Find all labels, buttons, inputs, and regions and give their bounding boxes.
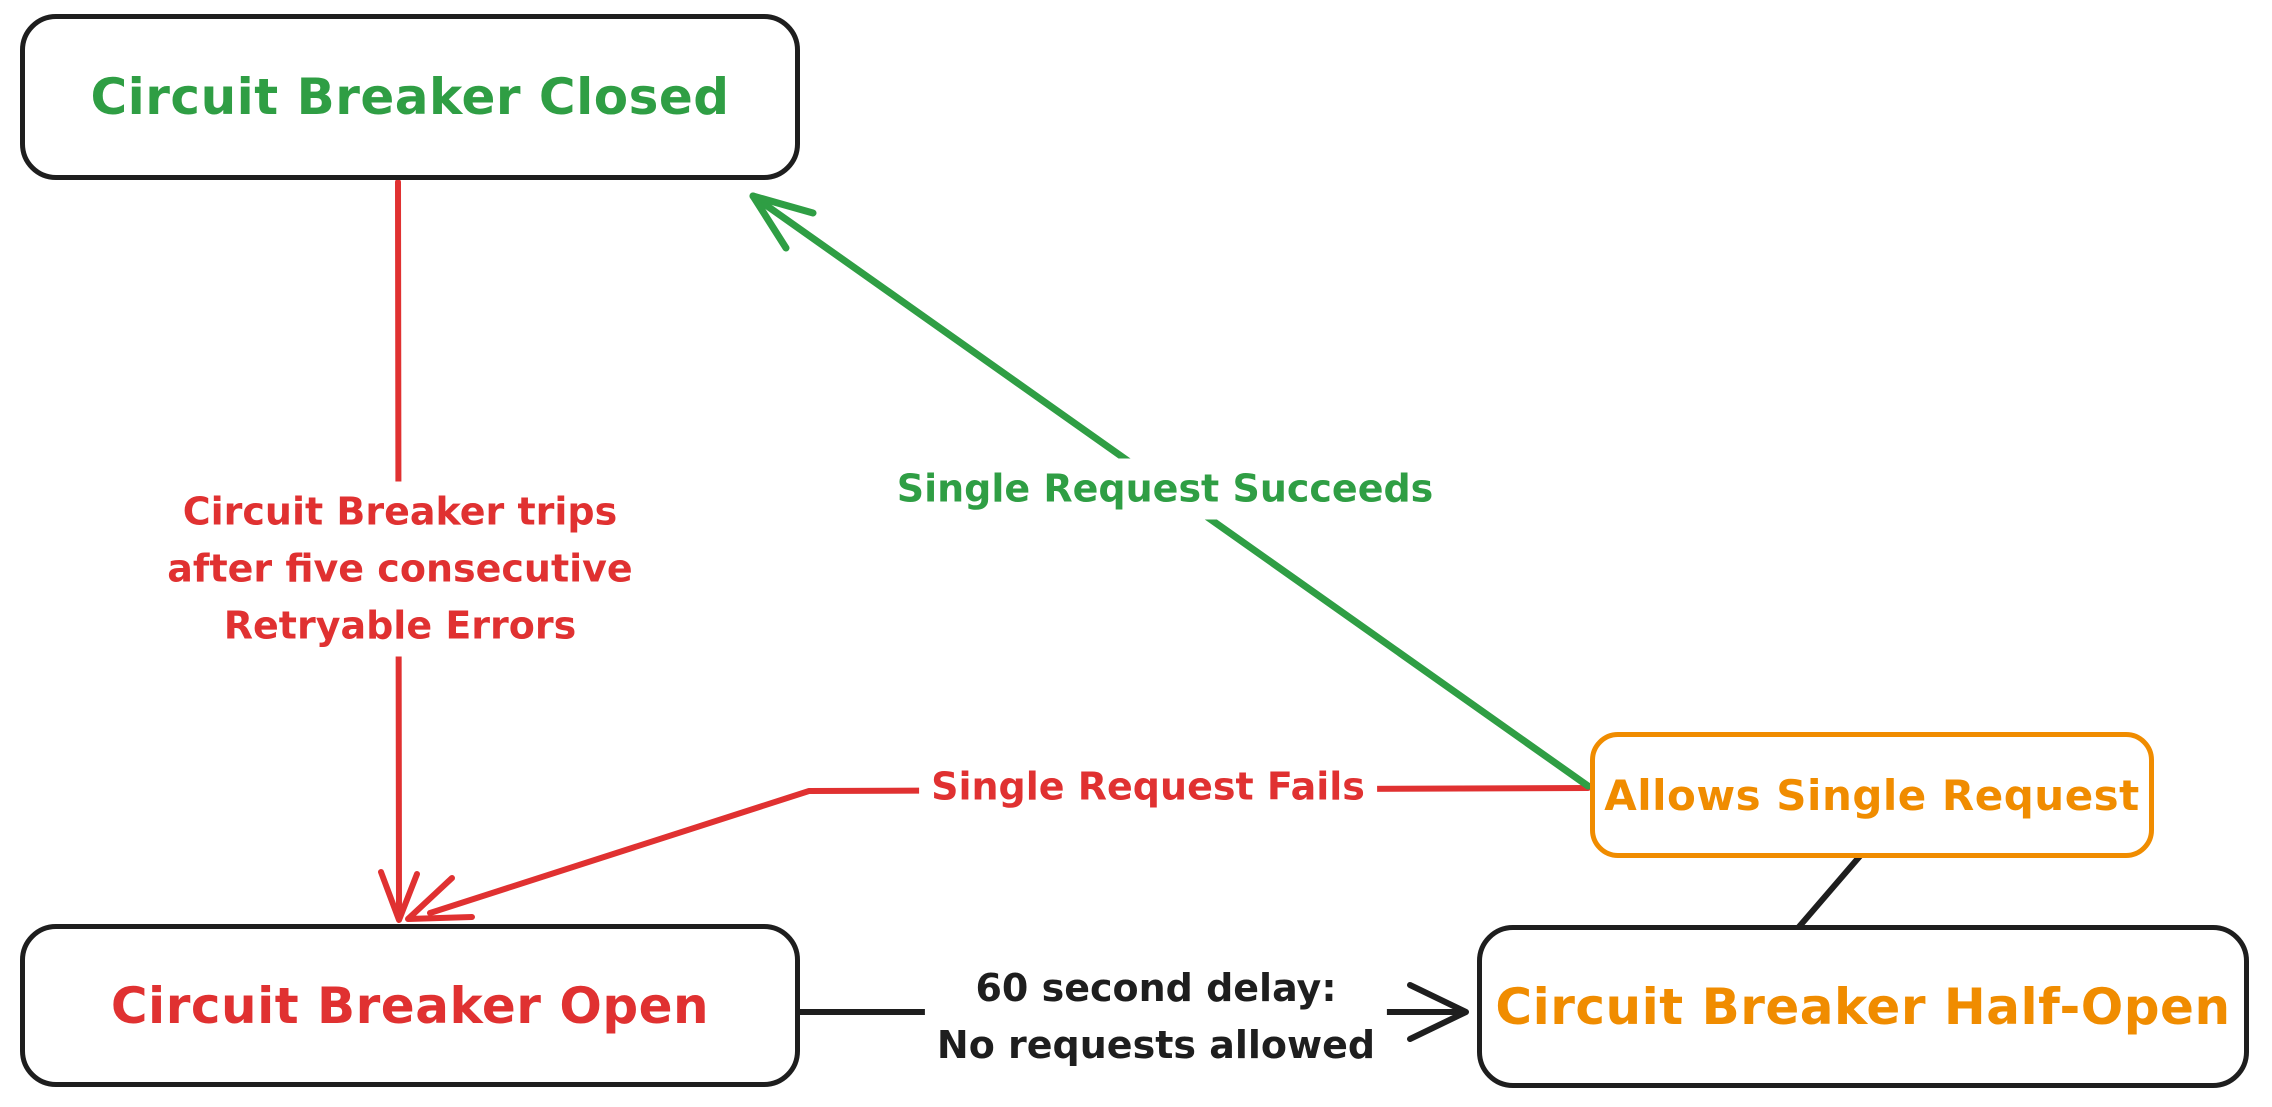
state-node-closed-label: Circuit Breaker Closed — [90, 68, 730, 126]
trips-edge-label-line1: Circuit Breaker trips — [182, 489, 618, 534]
delay-edge-label-line2: No requests allowed — [936, 1023, 1376, 1067]
state-node-half-open-label: Circuit Breaker Half-Open — [1495, 977, 2231, 1036]
succeeds-edge-label: Single Request Succeeds — [884, 458, 1446, 520]
allows-single-request-node: Allows Single Request — [1590, 732, 2154, 858]
succeeds-edge-arrowhead — [749, 192, 817, 252]
delay-edge-label-line1: 60 second delay: — [975, 966, 1337, 1010]
state-node-open: Circuit Breaker Open — [20, 924, 800, 1087]
allows-single-request-node-label: Allows Single Request — [1604, 770, 2140, 820]
state-node-open-label: Circuit Breaker Open — [110, 976, 710, 1035]
trips-edge-label-line2: after five consecutive — [167, 546, 633, 591]
trips-edge-label: Circuit Breaker trips after five consecu… — [155, 481, 645, 657]
delay-edge-label: 60 second delay: No requests allowed — [924, 958, 1388, 1076]
trips-edge-arrowhead — [378, 869, 420, 923]
state-node-half-open: Circuit Breaker Half-Open — [1477, 925, 2249, 1088]
fails-edge-arrowhead — [405, 875, 475, 922]
delay-edge-arrowhead — [1407, 982, 1469, 1042]
allows-halfopen-link-line — [1795, 853, 1863, 931]
state-node-closed: Circuit Breaker Closed — [20, 14, 800, 180]
trips-edge-label-line3: Retryable Errors — [223, 603, 577, 648]
fails-edge-label: Single Request Fails — [919, 756, 1377, 818]
